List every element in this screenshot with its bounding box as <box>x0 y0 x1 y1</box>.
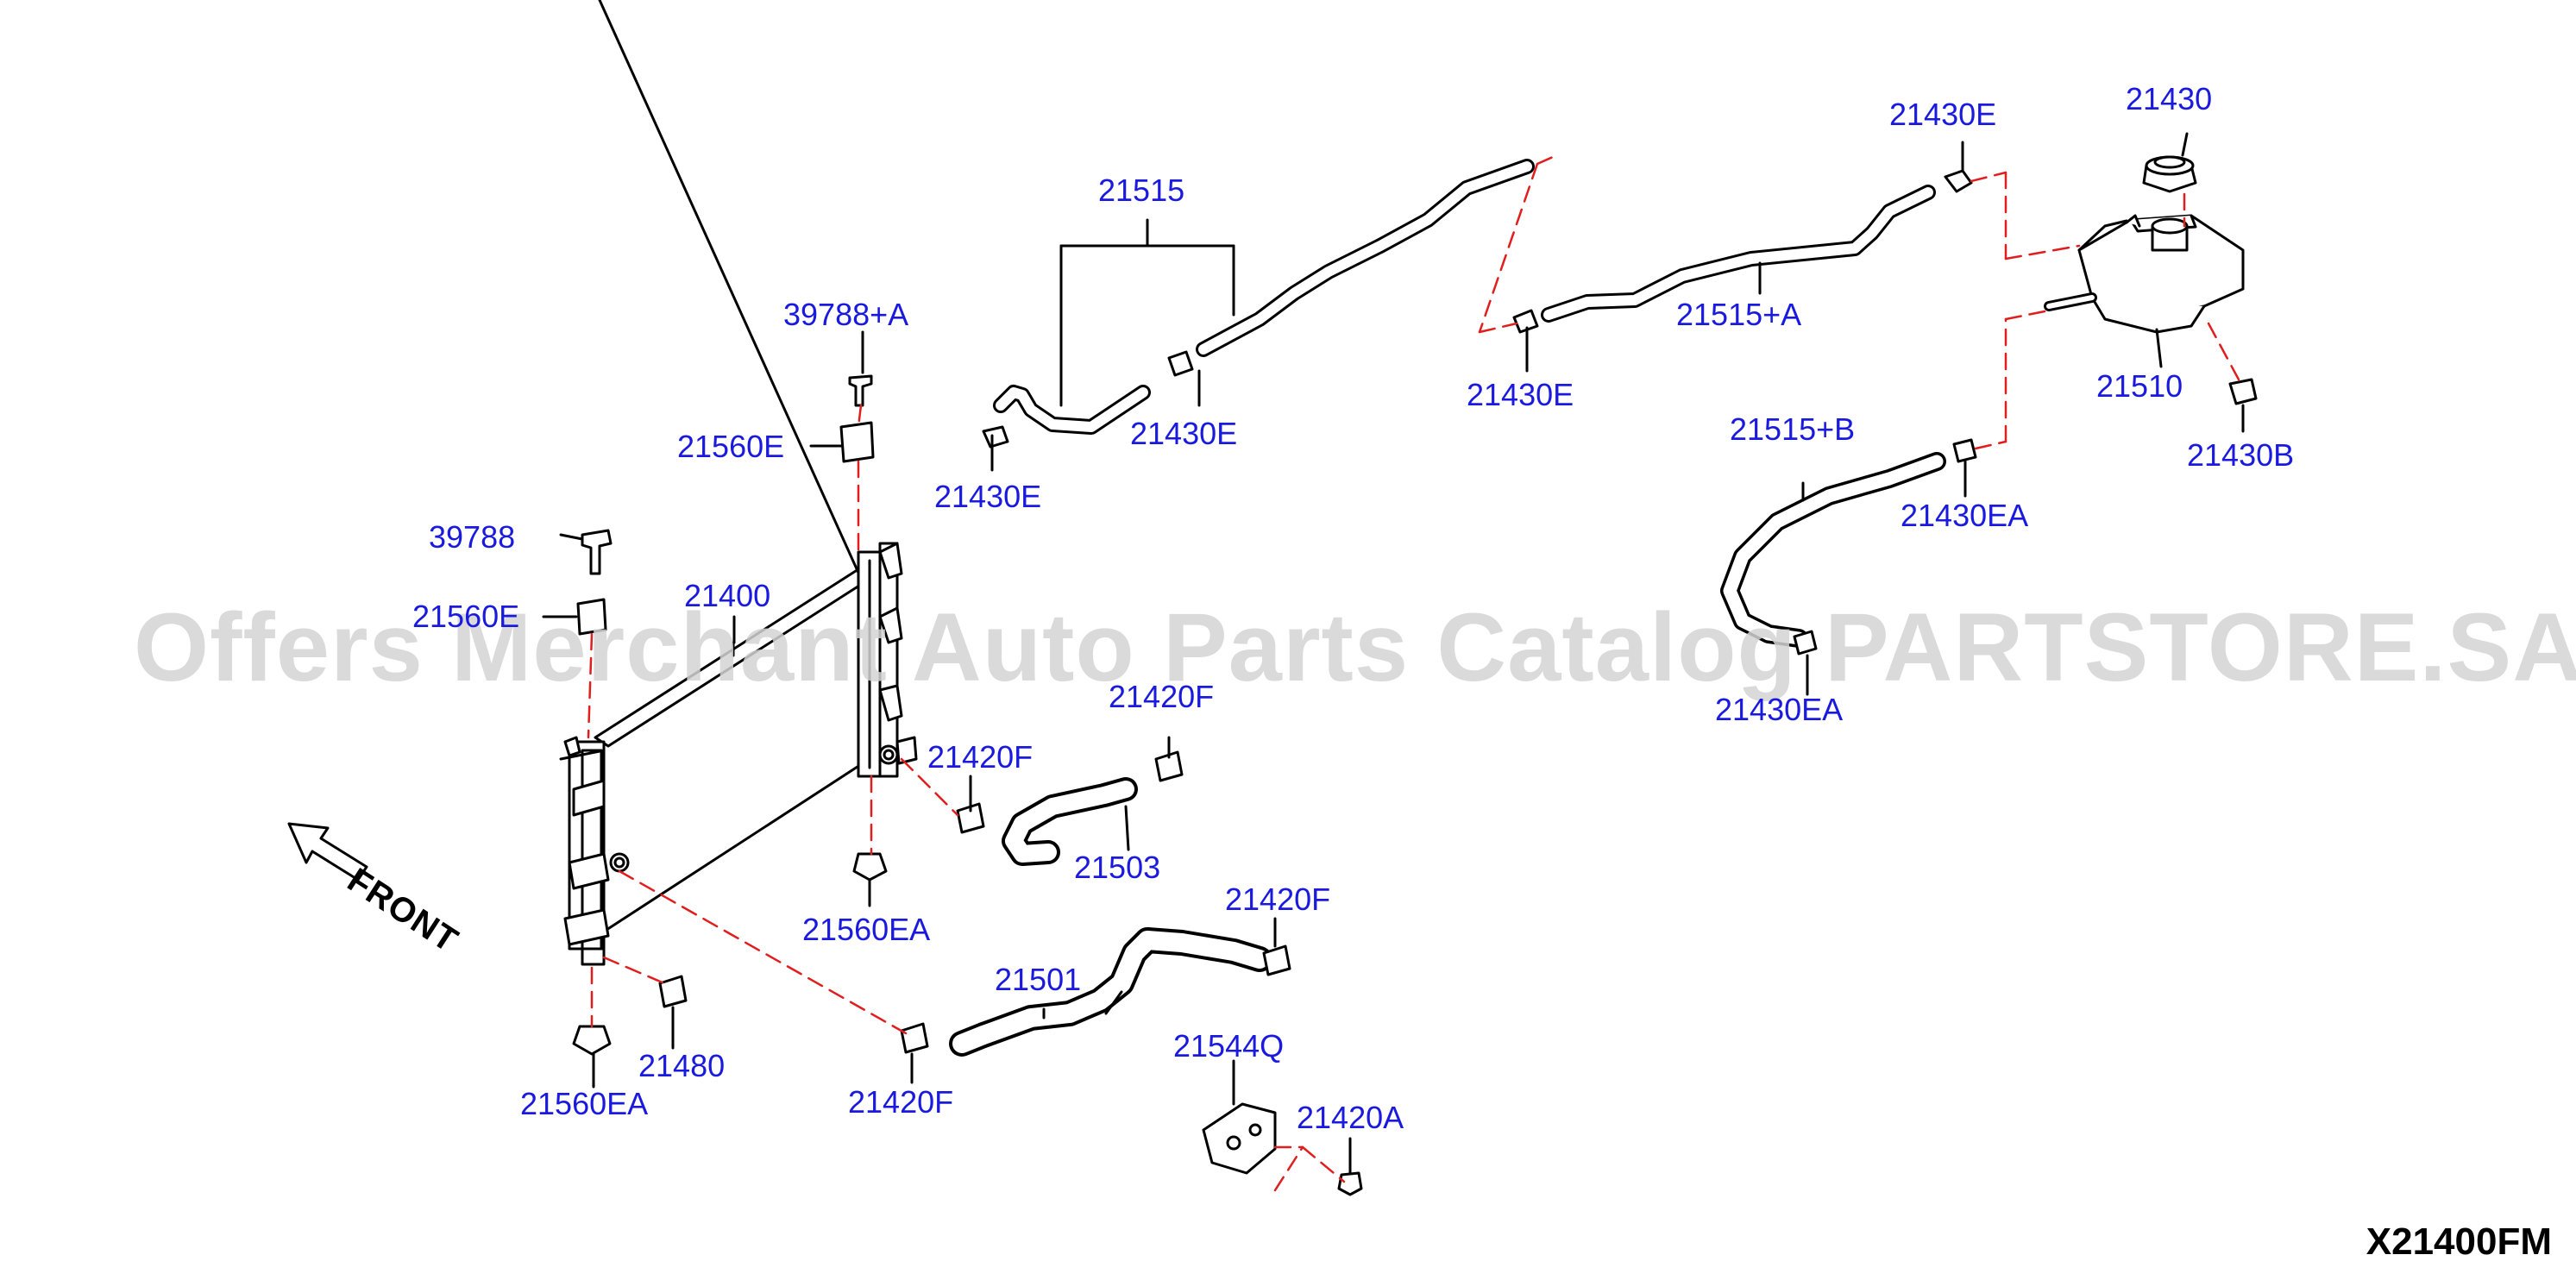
label-21560EA-a[interactable]: 21560EA <box>802 912 931 947</box>
label-21560E-top[interactable]: 21560E <box>677 429 785 464</box>
label-21515B[interactable]: 21515+B <box>1730 411 1856 447</box>
label-21430E-b[interactable]: 21430E <box>1130 416 1238 451</box>
label-21480[interactable]: 21480 <box>638 1048 726 1083</box>
label-21420F-d[interactable]: 21420F <box>848 1084 954 1120</box>
diagram-code: X21400FM <box>2366 1220 2552 1263</box>
label-21430E-d[interactable]: 21430E <box>1889 97 1997 132</box>
label-21430[interactable]: 21430 <box>2126 81 2213 116</box>
label-21420F-b[interactable]: 21420F <box>927 739 1034 775</box>
label-39788[interactable]: 39788 <box>429 519 516 555</box>
leader-lines <box>542 132 2245 1175</box>
clamps <box>572 169 2258 1196</box>
dashed-leaders <box>587 155 2240 1192</box>
label-21503[interactable]: 21503 <box>1074 850 1161 885</box>
label-21515A[interactable]: 21515+A <box>1676 297 1802 332</box>
watermark: Offers Merchant Auto Parts Catalog PARTS… <box>134 593 2576 701</box>
label-21560E-mid[interactable]: 21560E <box>412 599 520 634</box>
cap-21430 <box>2142 155 2197 193</box>
label-21560EA-b[interactable]: 21560EA <box>520 1086 649 1121</box>
label-21501[interactable]: 21501 <box>995 962 1082 997</box>
label-21400[interactable]: 21400 <box>684 578 771 613</box>
label-21430EA-b[interactable]: 21430EA <box>1715 692 1844 727</box>
radiator-21400 <box>559 0 918 966</box>
bracket-21544Q <box>1202 1102 1277 1175</box>
front-arrow-icon <box>287 822 368 882</box>
label-21430E-c[interactable]: 21430E <box>1467 377 1574 412</box>
label-39788A[interactable]: 39788+A <box>783 297 909 332</box>
label-21430B[interactable]: 21430B <box>2187 437 2295 473</box>
label-21430EA-a[interactable]: 21430EA <box>1901 498 2029 533</box>
label-21420F-c[interactable]: 21420F <box>1225 882 1331 917</box>
label-21430E-a[interactable]: 21430E <box>934 479 1042 514</box>
label-21420A[interactable]: 21420A <box>1297 1100 1404 1135</box>
label-21515[interactable]: 21515 <box>1098 173 1185 208</box>
label-21510[interactable]: 21510 <box>2096 368 2183 404</box>
reservoir-tank-21510 <box>2044 214 2245 334</box>
label-21420F-a[interactable]: 21420F <box>1109 679 1215 714</box>
label-21544Q[interactable]: 21544Q <box>1173 1028 1285 1064</box>
